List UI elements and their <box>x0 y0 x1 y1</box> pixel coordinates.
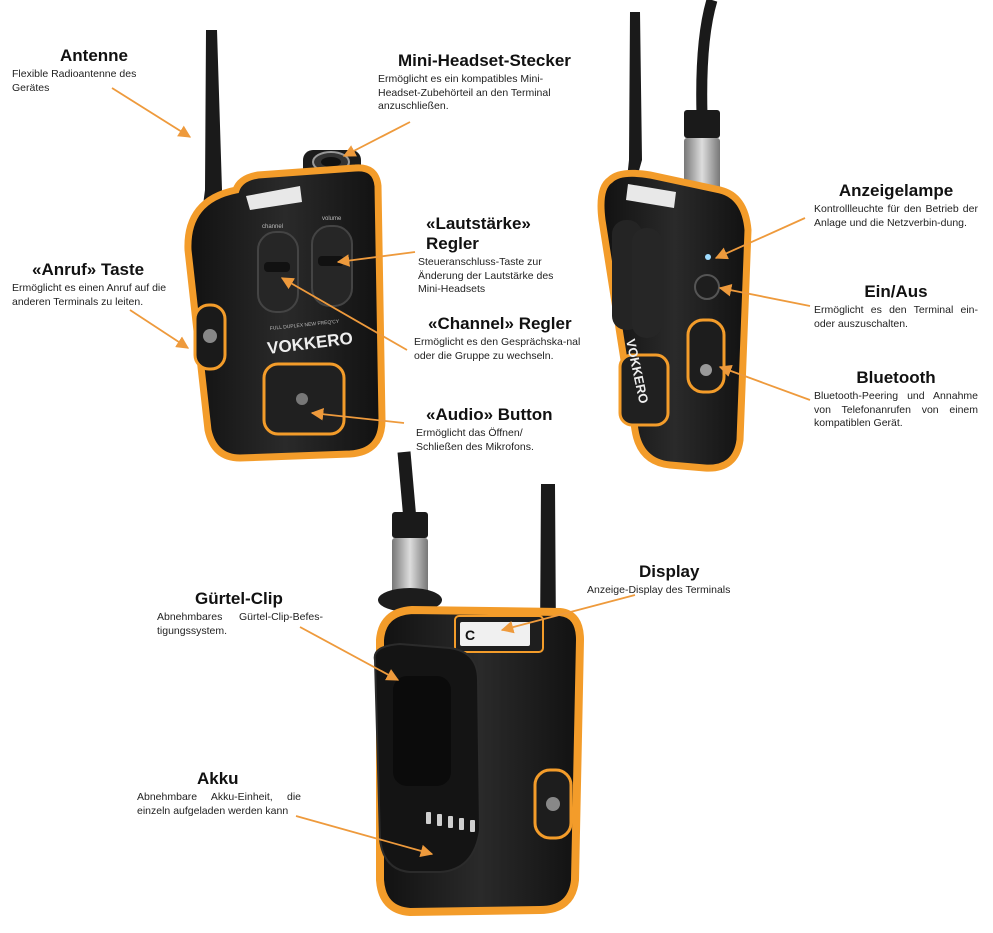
label-ein-aus-title: Ein/Aus <box>864 282 928 301</box>
label-antenne-title: Antenne <box>60 46 128 65</box>
label-ein-aus-desc: Ermöglicht es den Terminal ein-oder ausz… <box>814 304 978 330</box>
arrow-anzeigelampe <box>714 217 806 260</box>
label-antenne: Antenne Flexible Radioantenne des Geräte… <box>12 46 172 95</box>
label-anruf-desc: Ermöglicht es einen Anruf auf die andere… <box>12 282 167 308</box>
label-mini-headset-title: Mini-Headset-Stecker <box>398 51 571 70</box>
arrow-channel <box>280 277 408 351</box>
label-anzeigelampe-title: Anzeigelampe <box>838 181 954 200</box>
label-akku-title: Akku <box>197 769 239 788</box>
device-back: C <box>373 451 585 917</box>
label-channel-desc: Ermöglicht es den Gesprächska-nal oder d… <box>414 336 581 362</box>
device-front: channel volume FULL DUPLEX NEW FREQ'CY V… <box>184 30 386 462</box>
power-button <box>694 274 720 300</box>
antenna-front <box>200 30 222 228</box>
arrow-akku <box>295 815 434 858</box>
label-bluetooth-title: Bluetooth <box>856 368 936 387</box>
label-audio: «Audio» Button Ermöglicht das Öffnen/ Sc… <box>416 405 576 454</box>
arrow-lautstaerke <box>336 251 416 267</box>
svg-text:C: C <box>465 627 475 643</box>
label-guertel-desc: Abnehmbares Gürtel-Clip-Befes-tigungssys… <box>157 611 323 637</box>
label-audio-desc: Ermöglicht das Öffnen/ Schließen des Mik… <box>416 427 534 453</box>
knob-label-channel: channel <box>262 224 283 230</box>
arrow-audio <box>310 407 405 424</box>
label-guertel: Gürtel-Clip Abnehmbares Gürtel-Clip-Befe… <box>157 589 323 638</box>
arrow-antenne <box>111 87 192 138</box>
arrow-bluetooth <box>718 364 811 401</box>
label-channel-title: «Channel» Regler <box>428 314 572 333</box>
arrow-mini-headset <box>342 121 411 157</box>
label-display-desc: Anzeige-Display des Terminals <box>587 584 731 596</box>
indicator-lamp <box>705 254 711 260</box>
bluetooth-button <box>686 318 726 394</box>
label-anzeigelampe-desc: Kontrollleuchte für den Betrieb der Anla… <box>814 203 978 229</box>
label-anruf: «Anruf» Taste Ermöglicht es einen Anruf … <box>12 260 182 309</box>
knob-label-volume: volume <box>322 216 342 222</box>
label-audio-title: «Audio» Button <box>426 405 553 424</box>
antenna-side <box>626 12 642 188</box>
label-display-title: Display <box>639 562 700 581</box>
label-display: Display Anzeige-Display des Terminals <box>587 562 747 598</box>
label-anruf-title: «Anruf» Taste <box>32 260 145 279</box>
callout-arrows <box>111 87 811 858</box>
label-akku-desc: Abnehmbare Akku-Einheit, die einzeln auf… <box>137 791 301 817</box>
cable-side <box>696 0 718 116</box>
device-side: VOKKERO <box>597 0 752 472</box>
label-bluetooth: Bluetooth Bluetooth-Peering und Annahme … <box>814 368 978 431</box>
label-lautstaerke-desc: Steueranschluss-Taste zur Änderung der L… <box>418 256 554 295</box>
label-guertel-title: Gürtel-Clip <box>195 589 283 608</box>
label-anzeigelampe: Anzeigelampe Kontrollleuchte für den Bet… <box>814 181 978 230</box>
arrow-ein-aus <box>718 284 811 307</box>
arrow-display <box>500 594 636 634</box>
label-antenne-desc: Flexible Radioantenne des Gerätes <box>12 68 137 94</box>
battery-contacts <box>426 812 475 832</box>
label-ein-aus: Ein/Aus Ermöglicht es den Terminal ein-o… <box>814 282 978 331</box>
label-lautstaerke-title: «Lautstärke» Regler <box>426 214 531 253</box>
cable-back <box>397 451 417 521</box>
label-bluetooth-desc: Bluetooth-Peering und Annahme von Telefo… <box>814 390 978 429</box>
label-mini-headset-desc: Ermöglicht es ein kompatibles Mini-Heads… <box>378 73 551 112</box>
label-mini-headset: Mini-Headset-Stecker Ermöglicht es ein k… <box>378 51 578 114</box>
arrow-anruf <box>129 309 190 349</box>
arrow-guertel <box>299 626 400 681</box>
label-lautstaerke: «Lautstärke» Regler Steueranschluss-Tast… <box>418 214 588 297</box>
label-akku: Akku Abnehmbare Akku-Einheit, die einzel… <box>137 769 301 818</box>
label-channel: «Channel» Regler Ermöglicht es den Gespr… <box>414 314 590 363</box>
